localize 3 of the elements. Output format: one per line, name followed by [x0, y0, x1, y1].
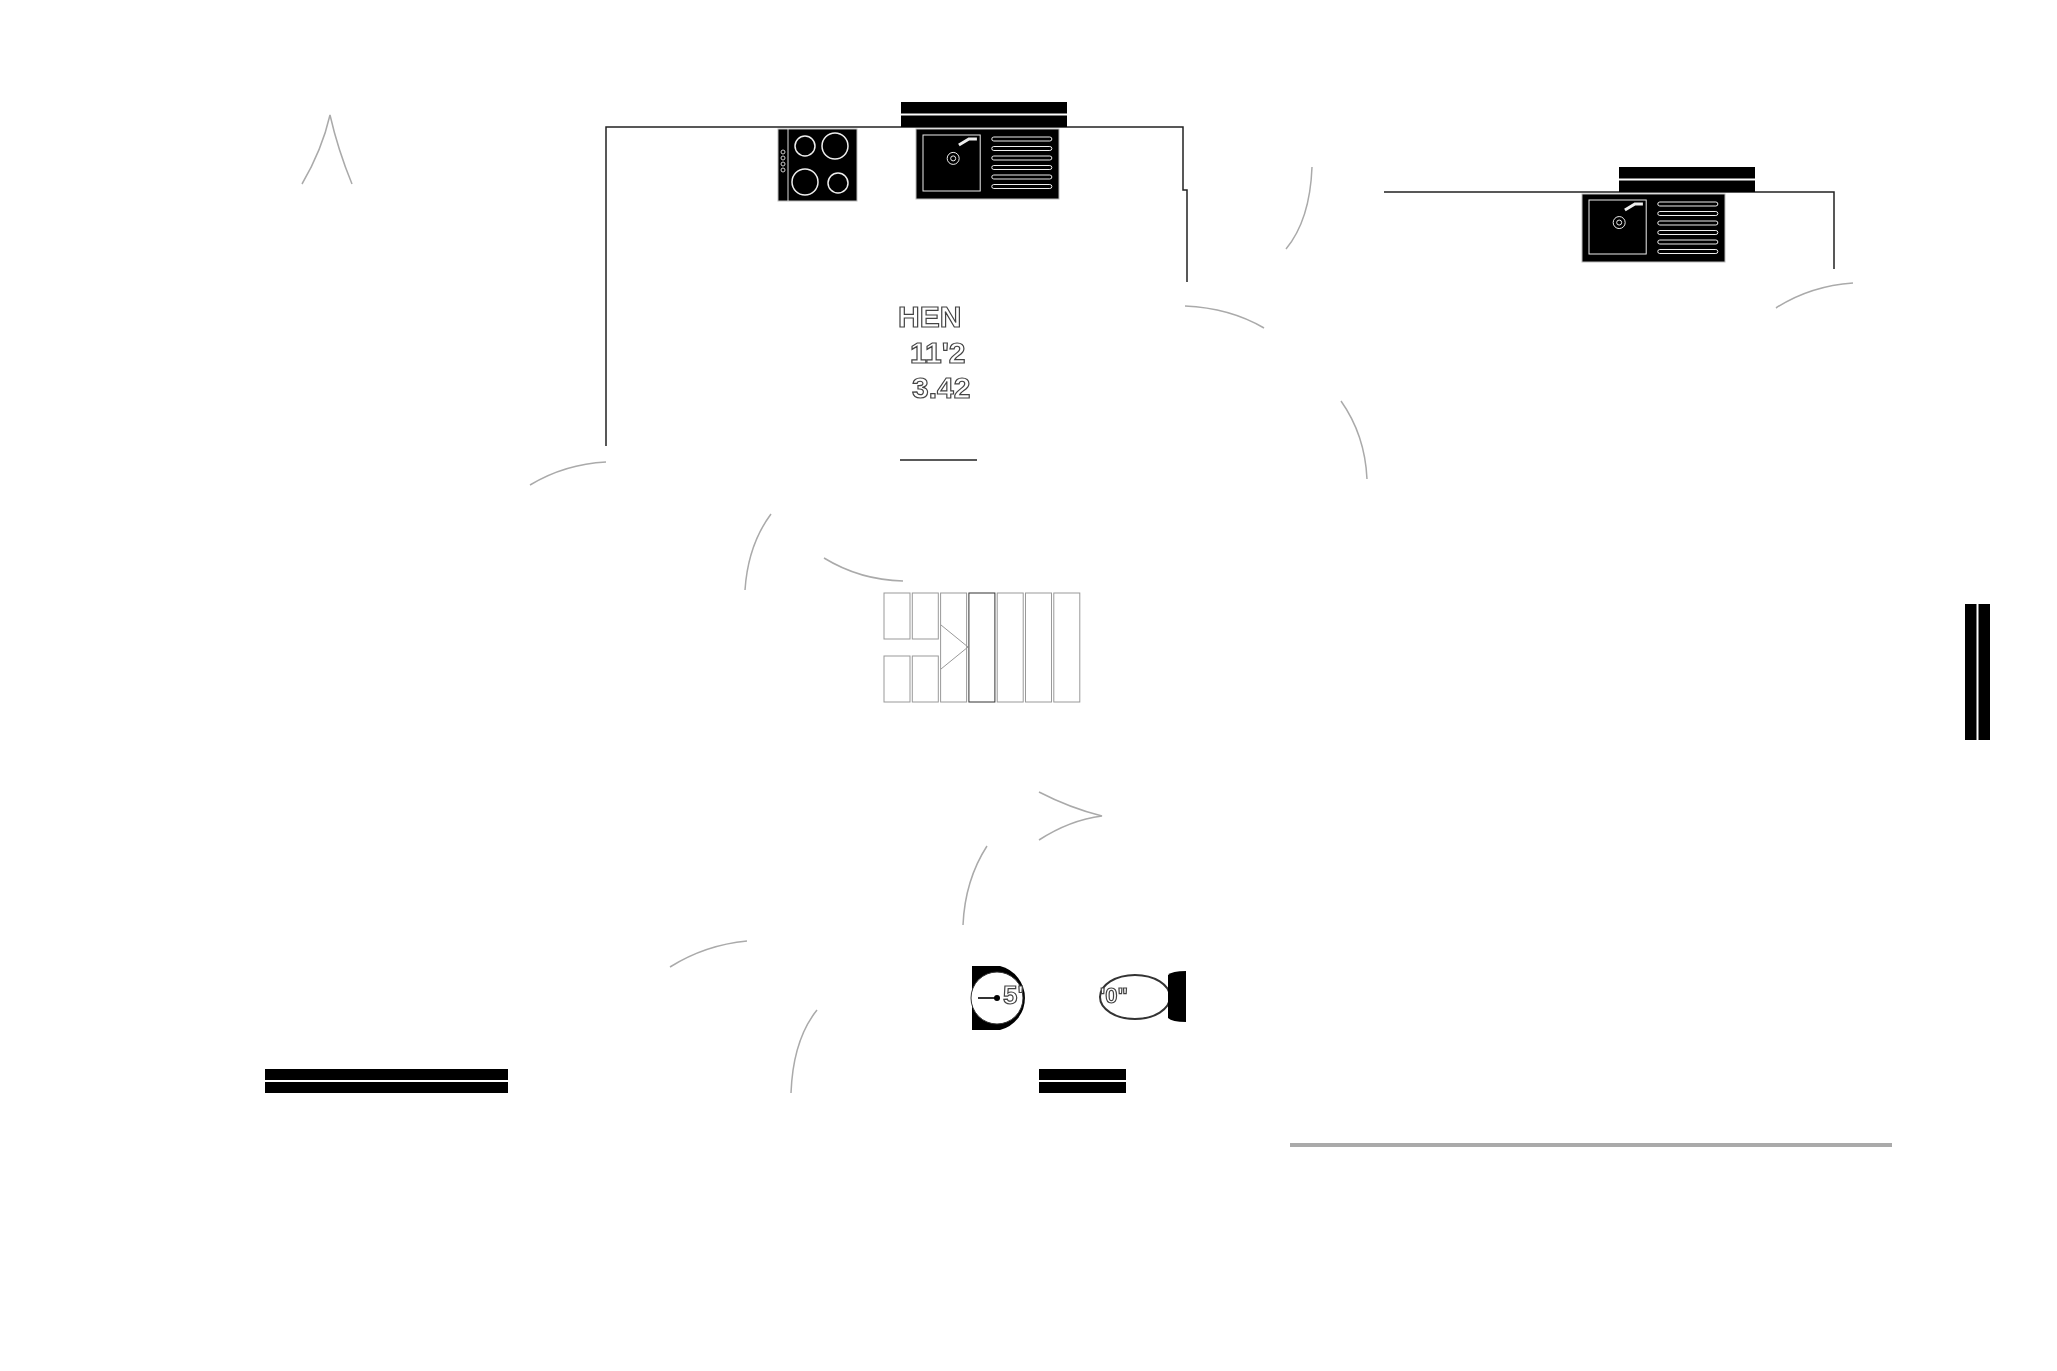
room-label: 3.42: [912, 373, 971, 403]
room-label: HEN: [898, 302, 962, 332]
room-label: 11'2: [910, 338, 966, 368]
